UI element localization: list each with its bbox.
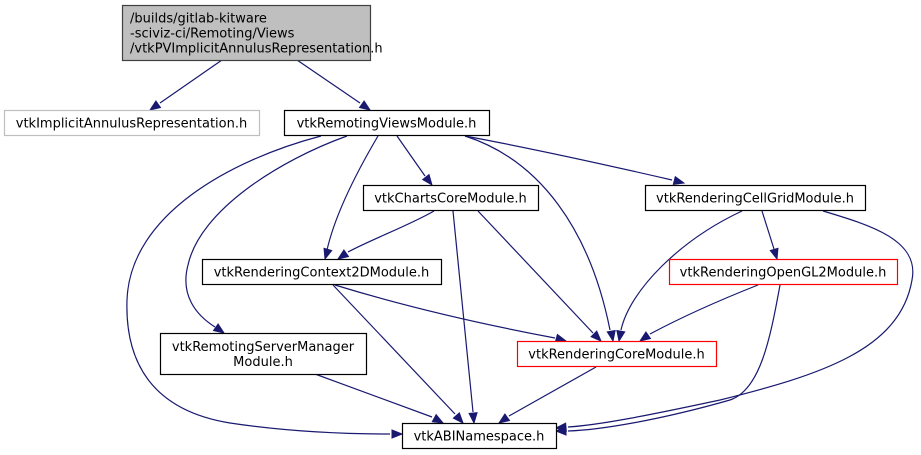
edge-charts-to-core [477,210,602,342]
arrowhead-icon [148,100,162,111]
edge-line [620,210,743,331]
edge-line [332,284,456,415]
edge-line [477,210,594,334]
node-box [121,4,372,62]
edge-cellgrid-to-opengl2 [761,210,779,261]
nodes-layer: /builds/gitlab-kitware-sciviz-ci/Remotin… [3,4,899,450]
node-box [668,258,899,286]
edge-line [464,135,611,331]
edge-cellgrid-to-core [616,210,743,343]
edges-layer [126,59,914,439]
edge-line [314,373,433,418]
node-label: vtkRenderingOpenGL2Module.h [680,266,887,281]
node-box [201,258,443,286]
node-context2d[interactable]: vtkRenderingContext2DModule.h [201,258,443,286]
arrowhead-icon [421,173,433,187]
edge-line [464,135,673,181]
node-box [516,340,718,368]
node-cellgrid[interactable]: vtkRenderingCellGridModule.h [644,184,867,212]
edge-servermgr-to-abi [314,373,445,424]
arrowhead-icon [391,429,404,439]
arrowhead-icon [616,329,626,343]
node-label: vtkRemotingViewsModule.h [297,117,477,132]
edge-views-to-context2d [323,135,379,261]
node-charts[interactable]: vtkChartsCoreModule.h [362,184,540,212]
arrowhead-icon [606,329,616,343]
arrowhead-icon [358,100,372,111]
node-label: Module.h [233,355,293,370]
edge-context2d-to-core [334,284,568,343]
node-label: -sciviz-ci/Remoting/Views [130,27,295,42]
arrowhead-icon [431,413,445,424]
edge-views-to-cellgrid [464,135,686,186]
edge-views-to-core [464,135,616,343]
arrowhead-icon [638,331,652,342]
node-label: vtkChartsCoreModule.h [374,192,527,207]
node-box [159,332,368,376]
node-box [644,184,867,212]
edge-opengl2-to-core [638,284,759,342]
node-core[interactable]: vtkRenderingCoreModule.h [516,340,718,368]
arrowhead-icon [323,247,333,261]
arrowhead-icon [554,426,567,436]
arrowhead-icon [452,412,464,425]
node-label: vtkRenderingCoreModule.h [528,348,704,363]
arrowhead-icon [590,330,602,342]
edge-line [296,59,361,104]
node-implicit[interactable]: vtkImplicitAnnulusRepresentation.h [3,109,261,137]
node-label: /builds/gitlab-kitware [130,12,267,27]
node-label: /vtkPVImplicitAnnulusRepresentation.h [130,42,383,57]
node-box [283,109,491,137]
arrowhead-icon [497,413,511,424]
edge-line [126,135,391,435]
edge-line [334,284,556,339]
edge-root-to-views [296,59,372,111]
edge-line [159,59,223,104]
arrowhead-icon [672,175,686,186]
edge-views-to-servermgr [185,135,348,334]
node-label: vtkABINamespace.h [414,430,545,445]
node-label: vtkRenderingCellGridModule.h [656,192,854,207]
edge-context2d-to-abi [332,284,464,425]
node-box [3,109,261,137]
arrowhead-icon [468,412,478,425]
node-views[interactable]: vtkRemotingViewsModule.h [283,109,491,137]
arrowhead-icon [769,247,779,261]
node-label: vtkRemotingServerManager [172,340,355,355]
edge-line [649,284,759,335]
arrowhead-icon [212,323,226,334]
node-label: vtkRenderingContext2DModule.h [214,266,430,281]
edge-line [508,366,597,417]
node-opengl2[interactable]: vtkRenderingOpenGL2Module.h [668,258,899,286]
edge-line [396,135,426,177]
node-root: /builds/gitlab-kitware-sciviz-ci/Remotin… [121,4,383,62]
edge-line [567,284,781,432]
node-box [401,422,558,450]
edge-charts-to-abi [452,210,478,425]
edge-core-to-abi [497,366,597,424]
node-label: vtkImplicitAnnulusRepresentation.h [16,117,248,132]
edge-line [347,210,435,253]
node-box [362,184,540,212]
edge-line [567,210,914,428]
edge-line [326,135,379,251]
edge-charts-to-context2d [336,210,435,260]
edge-views-to-charts [396,135,433,187]
arrowhead-icon [336,249,350,260]
edge-line [761,210,775,250]
edge-line [185,135,348,328]
edge-line [452,210,474,413]
edge-views-to-abi [126,135,404,439]
node-abi[interactable]: vtkABINamespace.h [401,422,558,450]
edge-root-to-implicit [148,59,223,111]
edge-opengl2-to-abi [554,284,781,436]
